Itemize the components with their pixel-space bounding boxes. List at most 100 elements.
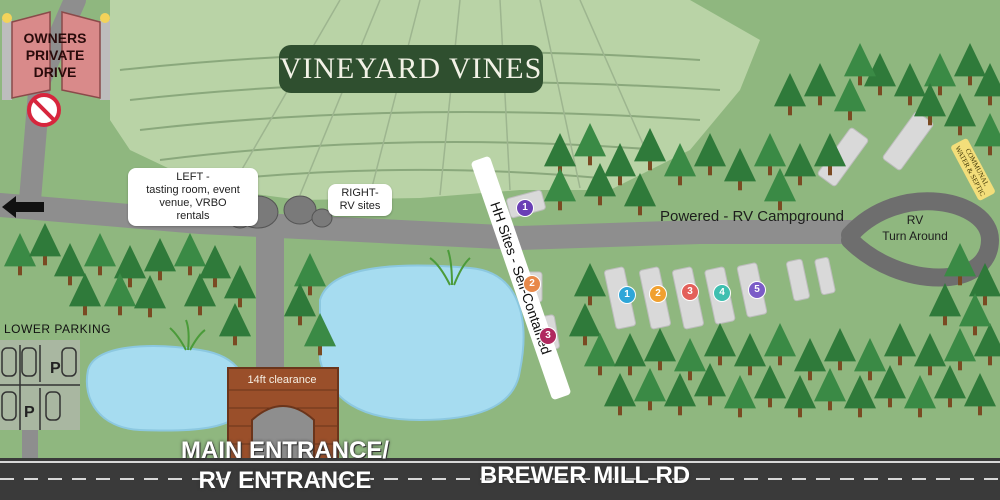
road-name-label: BREWER MILL RD — [479, 462, 691, 489]
pine-tree — [969, 263, 1000, 306]
pine-tree — [304, 313, 336, 356]
pine-tree — [604, 373, 636, 416]
pine-tree — [134, 275, 166, 318]
pine-tree — [824, 328, 856, 371]
pine-tree — [184, 273, 216, 316]
pine-tree — [814, 368, 846, 411]
pine-tree — [954, 43, 986, 86]
main-entrance-line-2: RV ENTRANCE — [198, 467, 372, 494]
lower-parking-label: LOWER PARKING — [4, 322, 111, 336]
right-note-line-2: RV sites — [339, 200, 381, 212]
pine-tree — [604, 143, 636, 186]
left-directions-note: LEFT - tasting room, event venue, VRBO r… — [128, 168, 258, 226]
rv-site-badge-5: 5 — [748, 281, 766, 299]
pine-tree — [864, 53, 896, 96]
pine-tree — [844, 375, 876, 418]
left-note-line-2: tasting room, event — [146, 184, 240, 196]
pine-tree — [794, 338, 826, 381]
pine-tree — [664, 373, 696, 416]
left-arrow-icon — [2, 196, 44, 218]
pine-tree — [634, 128, 666, 171]
owners-line-2: PRIVATE — [25, 47, 85, 63]
owners-line-3: DRIVE — [33, 64, 77, 80]
pine-tree — [294, 253, 326, 296]
pine-tree — [894, 63, 926, 106]
pine-tree — [724, 148, 756, 191]
lower-parking-lot — [0, 340, 80, 430]
pine-tree — [924, 53, 956, 96]
turn-around-line-1: RV — [906, 213, 924, 227]
pine-tree — [664, 143, 696, 186]
pine-tree — [734, 333, 766, 376]
main-entrance-label: MAIN ENTRANCE/ RV ENTRANCE — [170, 436, 400, 496]
pine-tree — [104, 273, 136, 316]
pine-tree — [704, 323, 736, 366]
left-note-line-1: LEFT - — [176, 171, 210, 183]
pine-tree — [29, 223, 61, 266]
pine-tree — [854, 338, 886, 381]
pine-tree — [569, 303, 601, 346]
pine-tree — [804, 63, 836, 106]
pine-tree — [974, 323, 1000, 366]
pine-tree — [784, 375, 816, 418]
pine-tree — [754, 133, 786, 176]
parking-letter-lower: P — [24, 404, 35, 421]
pine-tree — [764, 323, 796, 366]
pine-tree — [4, 233, 36, 276]
pine-tree — [934, 365, 966, 408]
pine-tree — [764, 168, 796, 211]
no-entry-icon — [27, 93, 61, 127]
pine-tree — [974, 113, 1000, 156]
pine-tree — [774, 73, 806, 116]
pine-tree — [874, 365, 906, 408]
pine-tree — [944, 93, 976, 136]
main-entrance-line-1: MAIN ENTRANCE/ — [181, 437, 389, 464]
right-directions-note: RIGHT- RV sites — [328, 184, 392, 216]
pine-tree — [674, 338, 706, 381]
pine-tree — [844, 43, 876, 86]
hh-site-badge-1: 1 — [516, 199, 534, 217]
pine-tree — [144, 238, 176, 281]
pine-tree — [174, 233, 206, 276]
pine-tree — [584, 333, 616, 376]
pine-tree — [964, 373, 996, 416]
brick-tunnel — [227, 367, 339, 463]
pine-tree — [944, 328, 976, 371]
pine-tree — [644, 328, 676, 371]
pine-tree — [959, 293, 991, 336]
pine-tree — [929, 283, 961, 326]
hh-site-badge-3: 3 — [539, 327, 557, 345]
turn-around-line-2: Turn Around — [882, 229, 948, 243]
pine-tree — [54, 243, 86, 286]
pine-tree — [634, 368, 666, 411]
pine-tree — [694, 363, 726, 406]
ponds — [85, 264, 525, 432]
rv-site-badge-3: 3 — [681, 283, 699, 301]
pine-tree — [814, 133, 846, 176]
pine-tree — [754, 365, 786, 408]
owners-line-1: OWNERS — [23, 30, 87, 46]
gates — [2, 11, 110, 100]
tunnel-clearance-label: 14ft clearance — [247, 374, 317, 386]
pine-tree — [624, 173, 656, 216]
pine-tree — [574, 123, 606, 166]
pine-tree — [544, 168, 576, 211]
pine-tree — [694, 133, 726, 176]
pine-tree — [944, 243, 976, 286]
pine-tree — [574, 263, 606, 306]
parking-letter-upper: P — [50, 360, 61, 377]
map-title: VINEYARD VINES — [279, 45, 543, 93]
pine-tree — [84, 233, 116, 276]
reeds — [169, 249, 471, 351]
rv-turn-around-label: RV Turn Around — [870, 212, 960, 244]
campground-label: Powered - RV Campground — [660, 208, 844, 225]
pine-tree — [284, 283, 316, 326]
rv-site-badge-2: 2 — [649, 285, 667, 303]
pine-tree — [199, 245, 231, 288]
pine-tree — [219, 303, 251, 346]
pine-tree — [114, 245, 146, 288]
pine-tree — [914, 333, 946, 376]
left-note-line-4: rentals — [176, 210, 210, 222]
